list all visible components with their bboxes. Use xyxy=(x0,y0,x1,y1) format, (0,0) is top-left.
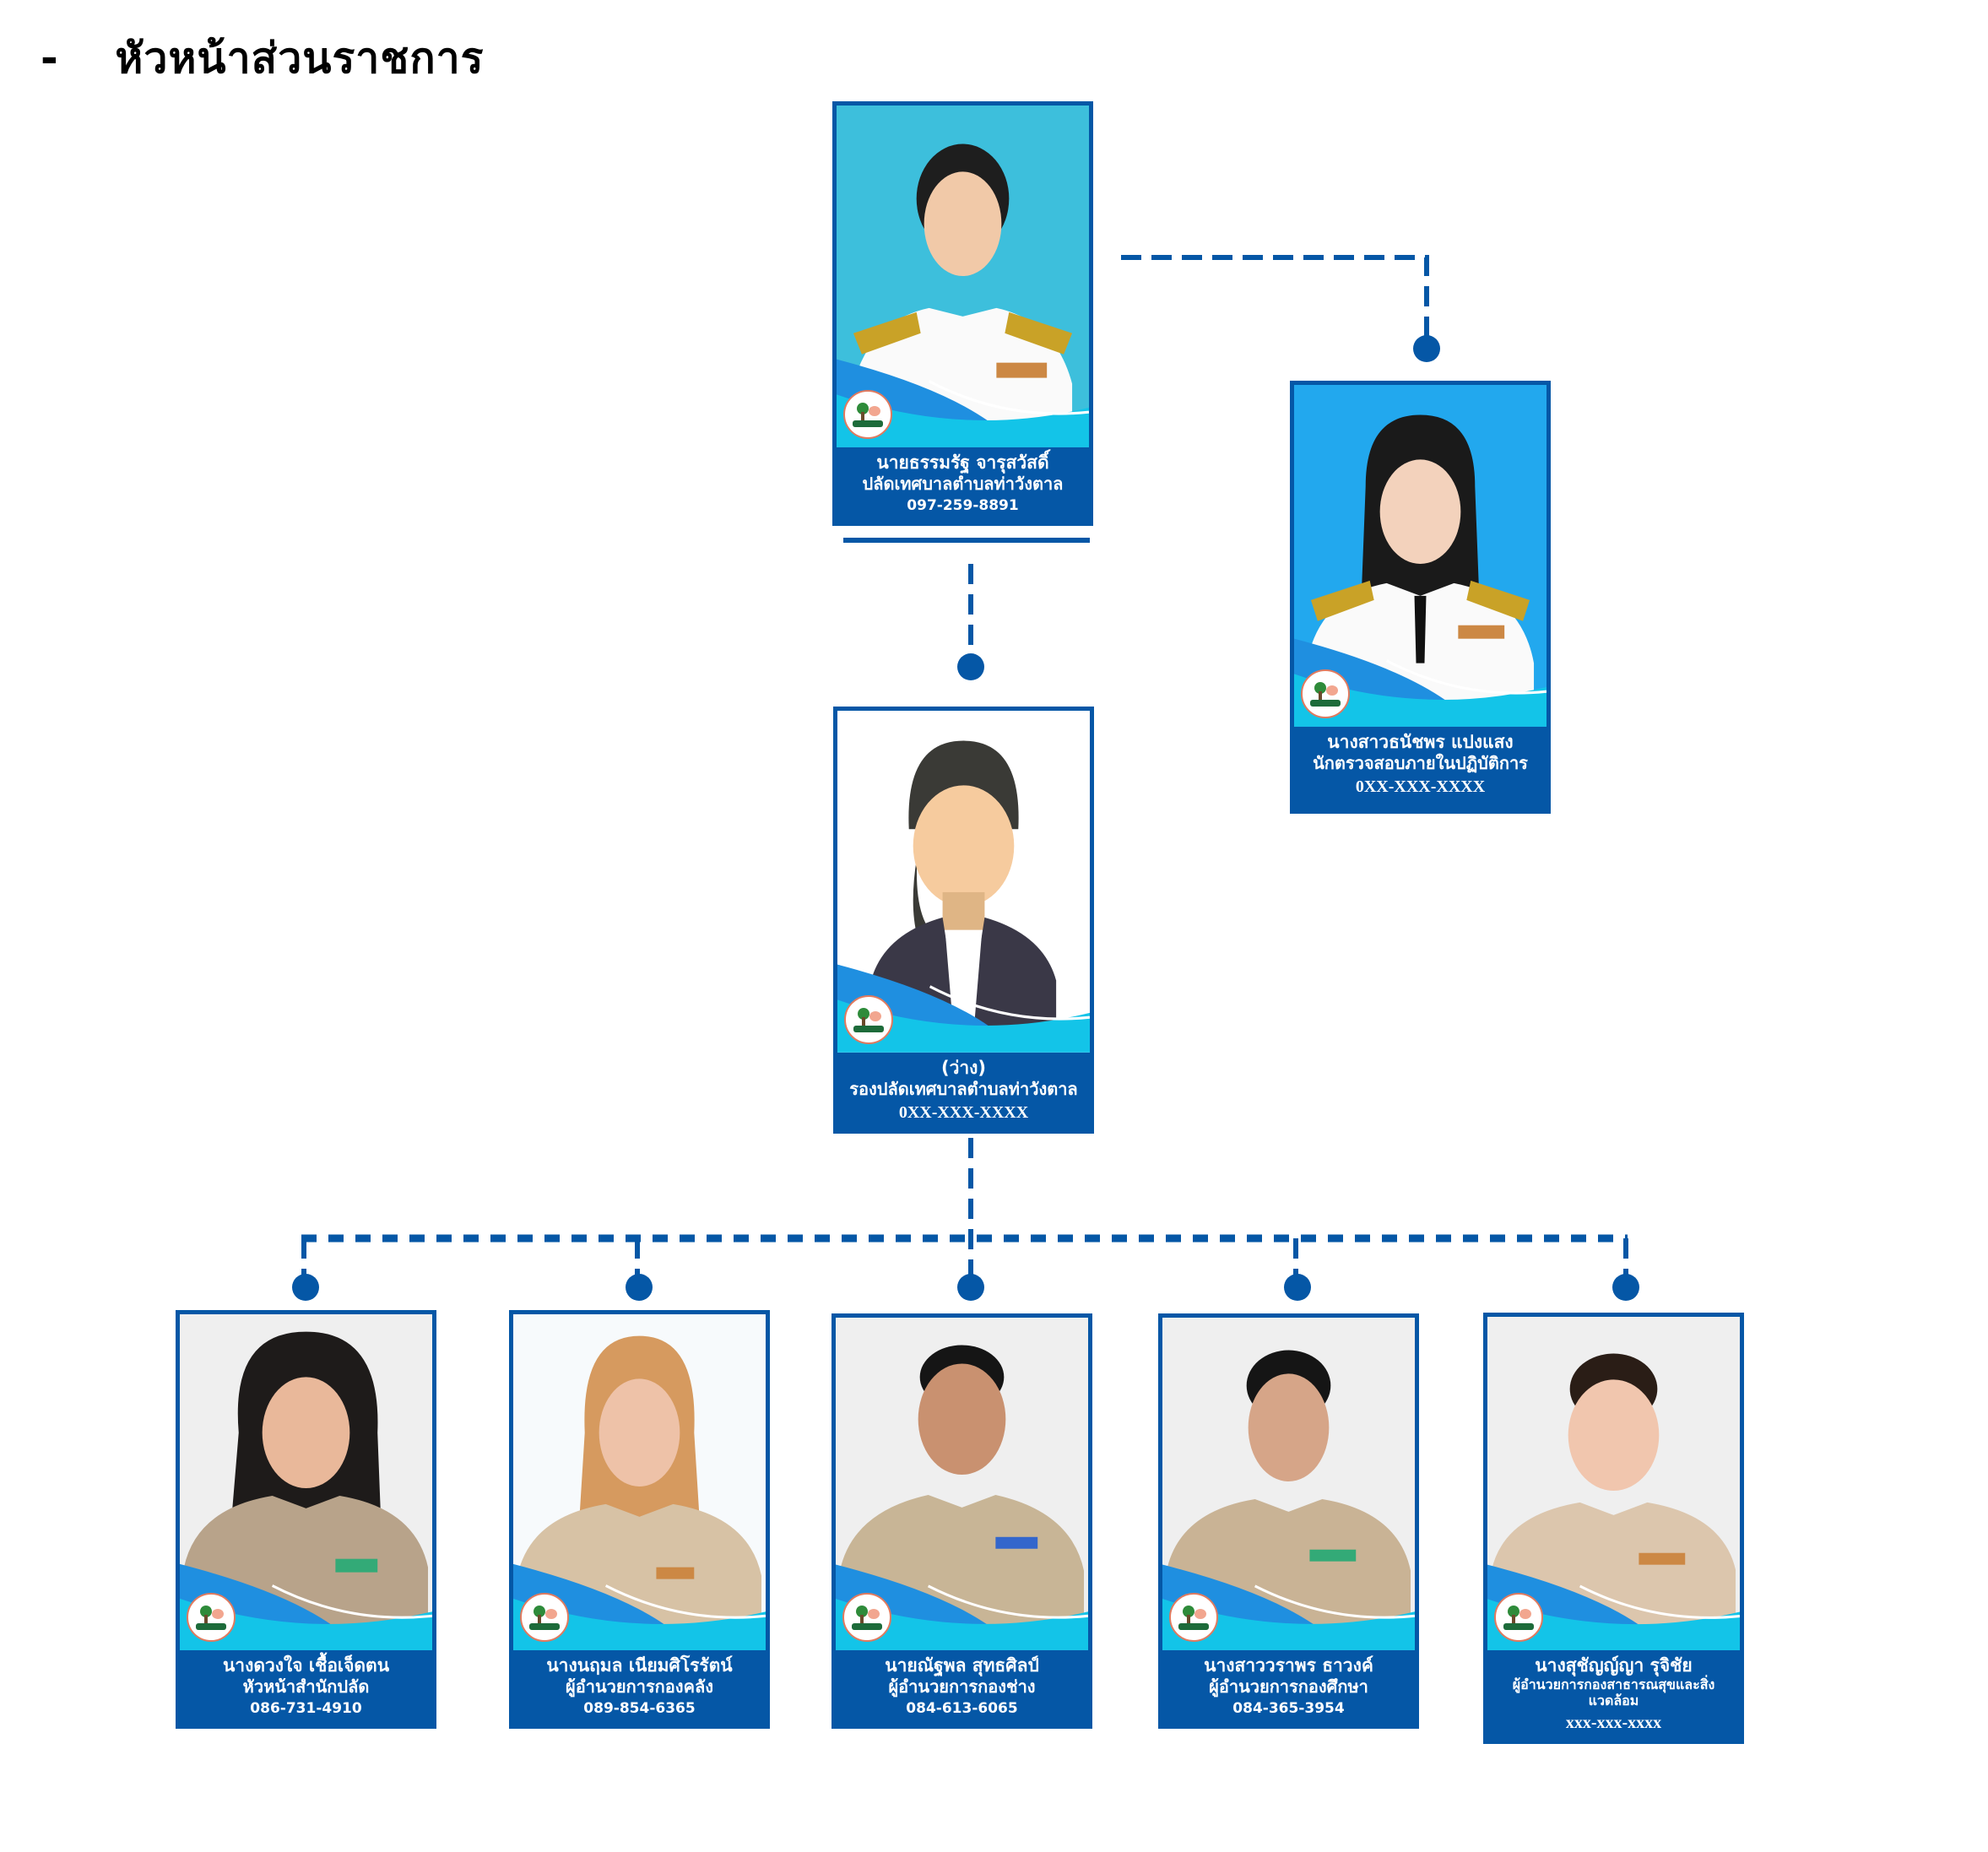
division-1-name: นางดวงใจ เชื้อเจ็ดตน xyxy=(222,1655,390,1676)
municipality-logo-icon xyxy=(1494,1593,1543,1642)
division-5-photo xyxy=(1487,1317,1740,1650)
dot-division-2 xyxy=(626,1274,653,1301)
division-2-position: ผู้อำนวยการกองคลัง xyxy=(566,1676,713,1698)
deputy-position: รองปลัดเทศบาลตำบลท่าวังตาล xyxy=(849,1079,1078,1100)
municipality-logo-icon xyxy=(844,995,893,1044)
card-division-4[interactable]: นางสาววราพร ธาวงค์ ผู้อำนวยการกองศึกษา 0… xyxy=(1158,1313,1419,1729)
municipality-logo-icon xyxy=(843,390,892,439)
municipality-logo-icon xyxy=(1169,1593,1218,1642)
wave-decoration xyxy=(837,359,1089,447)
wave-decoration xyxy=(1162,1564,1415,1650)
person-portrait-icon xyxy=(853,144,1073,447)
chief-name: นายธรรมรัฐ จารุสวัสดิ์ xyxy=(876,452,1049,473)
auditor-position: นักตรวจสอบภายในปฏิบัติการ xyxy=(1313,753,1528,774)
person-portrait-icon xyxy=(517,1335,762,1650)
division-1-position: หัวหน้าสำนักปลัด xyxy=(242,1676,370,1698)
dot-auditor xyxy=(1413,335,1440,362)
wave-decoration xyxy=(513,1563,766,1650)
card-auditor[interactable]: นางสาวธนัชพร แปงแสง นักตรวจสอบภายในปฏิบั… xyxy=(1290,381,1551,814)
deputy-name: (ว่าง) xyxy=(940,1058,987,1078)
dot-deputy xyxy=(957,653,984,680)
wave-decoration xyxy=(836,1564,1088,1650)
division-4-name: นางสาววราพร ธาวงค์ xyxy=(1204,1655,1373,1676)
chief-photo xyxy=(837,106,1089,447)
auditor-name: นางสาวธนัชพร แปงแสง xyxy=(1327,732,1514,752)
dot-division-1 xyxy=(292,1274,319,1301)
page-heading: - หัวหน้าส่วนราชการ xyxy=(41,25,485,92)
heading-bullet: - xyxy=(41,34,59,83)
municipality-logo-icon xyxy=(842,1593,891,1642)
division-1-info: นางดวงใจ เชื้อเจ็ดตน หัวหน้าสำนักปลัด 08… xyxy=(180,1650,432,1725)
person-portrait-icon xyxy=(839,1345,1085,1650)
division-3-photo xyxy=(836,1318,1088,1650)
division-3-name: นายณัฐพล สุทธศิลป์ xyxy=(885,1655,1039,1676)
dot-division-4 xyxy=(1284,1274,1311,1301)
chief-info: นายธรรมรัฐ จารุสวัสดิ์ ปลัดเทศบาลตำบลท่า… xyxy=(837,447,1089,522)
auditor-phone: 0XX-XXX-XXXX xyxy=(1355,777,1486,797)
division-3-info: นายณัฐพล สุทธศิลป์ ผู้อำนวยการกองช่าง 08… xyxy=(836,1650,1088,1725)
card-division-2[interactable]: นางนฤมล เนียมศิโรรัตน์ ผู้อำนวยการกองคลั… xyxy=(509,1310,770,1729)
division-4-position: ผู้อำนวยการกองศึกษา xyxy=(1209,1676,1368,1698)
deputy-info: (ว่าง) รองปลัดเทศบาลตำบลท่าวังตาล 0XX-XX… xyxy=(837,1053,1090,1130)
municipality-logo-icon xyxy=(187,1593,236,1642)
municipality-logo-icon xyxy=(1301,669,1350,718)
card-division-5[interactable]: นางสุชัญญ์ญา รุจิชัย ผู้อำนวยการกองสาธาร… xyxy=(1483,1313,1744,1744)
division-5-phone: xxx-xxx-xxxx xyxy=(1565,1713,1662,1732)
division-3-position: ผู้อำนวยการกองช่าง xyxy=(888,1676,1036,1698)
division-4-photo xyxy=(1162,1318,1415,1650)
division-2-name: นางนฤมล เนียมศิโรรัตน์ xyxy=(546,1655,733,1676)
division-2-phone: 089-854-6365 xyxy=(583,1700,696,1718)
division-5-name: นางสุชัญญ์ญา รุจิชัย xyxy=(1535,1655,1693,1676)
heading-text: หัวหน้าส่วนราชการ xyxy=(115,34,485,83)
wave-decoration xyxy=(180,1563,432,1650)
division-4-info: นางสาววราพร ธาวงค์ ผู้อำนวยการกองศึกษา 0… xyxy=(1162,1650,1415,1725)
division-3-phone: 084-613-6065 xyxy=(906,1700,1018,1718)
division-2-info: นางนฤมล เนียมศิโรรัตน์ ผู้อำนวยการกองคลั… xyxy=(513,1650,766,1725)
municipality-logo-icon xyxy=(520,1593,569,1642)
division-5-info: นางสุชัญญ์ญา รุจิชัย ผู้อำนวยการกองสาธาร… xyxy=(1487,1650,1740,1740)
deputy-phone: 0XX-XXX-XXXX xyxy=(898,1103,1029,1123)
card-division-1[interactable]: นางดวงใจ เชื้อเจ็ดตน หัวหน้าสำนักปลัด 08… xyxy=(176,1310,436,1729)
chief-position: ปลัดเทศบาลตำบลท่าวังตาล xyxy=(862,474,1064,495)
deputy-photo xyxy=(837,711,1090,1053)
dot-division-3 xyxy=(957,1274,984,1301)
chief-phone: 097-259-8891 xyxy=(907,497,1019,515)
card-division-3[interactable]: นายณัฐพล สุทธศิลป์ ผู้อำนวยการกองช่าง 08… xyxy=(831,1313,1092,1729)
dot-division-5 xyxy=(1612,1274,1639,1301)
division-2-photo xyxy=(513,1314,766,1650)
wave-decoration xyxy=(837,964,1090,1053)
auditor-photo xyxy=(1294,385,1547,727)
division-1-phone: 086-731-4910 xyxy=(250,1700,362,1718)
chief-underline xyxy=(843,538,1090,543)
division-5-position: ผู้อำนวยการกองสาธารณสุขและสิ่งแวดล้อม xyxy=(1512,1676,1715,1709)
division-1-photo xyxy=(180,1314,432,1650)
card-deputy[interactable]: (ว่าง) รองปลัดเทศบาลตำบลท่าวังตาล 0XX-XX… xyxy=(833,707,1094,1134)
auditor-info: นางสาวธนัชพร แปงแสง นักตรวจสอบภายในปฏิบั… xyxy=(1294,727,1547,810)
connector-chief-auditor xyxy=(1121,255,1429,338)
division-4-phone: 084-365-3954 xyxy=(1232,1700,1345,1718)
wave-decoration xyxy=(1294,638,1547,727)
card-chief[interactable]: นายธรรมรัฐ จารุสวัสดิ์ ปลัดเทศบาลตำบลท่า… xyxy=(832,101,1093,526)
wave-decoration xyxy=(1487,1564,1740,1650)
